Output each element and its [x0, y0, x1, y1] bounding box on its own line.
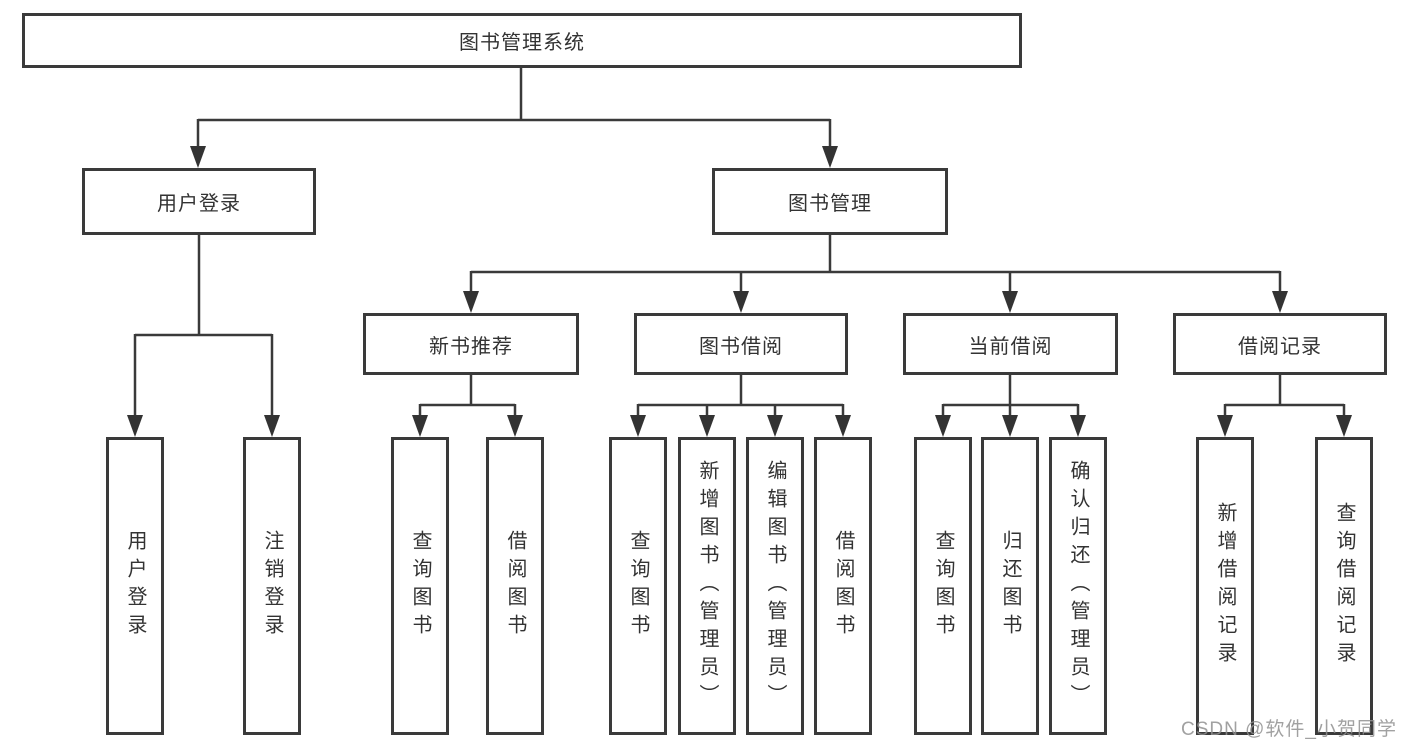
- leaf-query-books-borrowing: 查询图书: [609, 437, 667, 735]
- node-user-login: 用户登录: [82, 168, 316, 235]
- node-label: 图书管理系统: [459, 32, 585, 54]
- leaf-return-books: 归还图书: [981, 437, 1039, 735]
- leaf-label: 查询借阅记录: [1333, 502, 1355, 670]
- node-label: 当前借阅: [968, 335, 1053, 358]
- leaf-add-book-admin: 新增图书（管理员）: [678, 437, 736, 735]
- leaf-add-borrow-record: 新增借阅记录: [1196, 437, 1254, 735]
- leaf-edit-book-admin: 编辑图书（管理员）: [746, 437, 804, 735]
- leaf-label: 新增借阅记录: [1214, 502, 1236, 670]
- node-label: 图书借阅: [699, 335, 783, 358]
- leaf-label: 注销登录: [261, 530, 283, 642]
- node-book-management: 图书管理: [712, 168, 948, 235]
- leaf-query-borrow-record: 查询借阅记录: [1315, 437, 1373, 735]
- leaf-label: 归还图书: [999, 530, 1021, 642]
- leaf-query-books-current: 查询图书: [914, 437, 972, 735]
- leaf-label: 查询图书: [932, 530, 954, 642]
- node-label: 新书推荐: [429, 335, 513, 358]
- csdn-watermark: CSDN @软件_小贺同学: [1181, 719, 1397, 740]
- leaf-borrow-books-borrowing: 借阅图书: [814, 437, 872, 735]
- leaf-borrow-books-recommendation: 借阅图书: [486, 437, 544, 735]
- leaf-label: 查询图书: [627, 530, 649, 642]
- node-label: 图书管理: [788, 193, 872, 215]
- node-library-management-system: 图书管理系统: [22, 13, 1022, 68]
- leaf-label: 新增图书（管理员）: [696, 460, 718, 712]
- node-borrowing-records: 借阅记录: [1173, 313, 1387, 375]
- leaf-query-books-recommendation: 查询图书: [391, 437, 449, 735]
- node-current-borrowing: 当前借阅: [903, 313, 1118, 375]
- leaf-logout: 注销登录: [243, 437, 301, 735]
- leaf-label: 编辑图书（管理员）: [764, 460, 786, 712]
- node-book-borrowing: 图书借阅: [634, 313, 848, 375]
- leaf-label: 查询图书: [409, 530, 431, 642]
- node-label: 用户登录: [157, 193, 241, 215]
- leaf-label: 用户登录: [124, 530, 146, 642]
- node-label: 借阅记录: [1238, 335, 1322, 358]
- leaf-label: 借阅图书: [832, 530, 854, 642]
- leaf-user-login: 用户登录: [106, 437, 164, 735]
- leaf-label: 借阅图书: [504, 530, 526, 642]
- leaf-label: 确认归还（管理员）: [1067, 460, 1089, 712]
- node-new-book-recommendation: 新书推荐: [363, 313, 579, 375]
- leaf-confirm-return-admin: 确认归还（管理员）: [1049, 437, 1107, 735]
